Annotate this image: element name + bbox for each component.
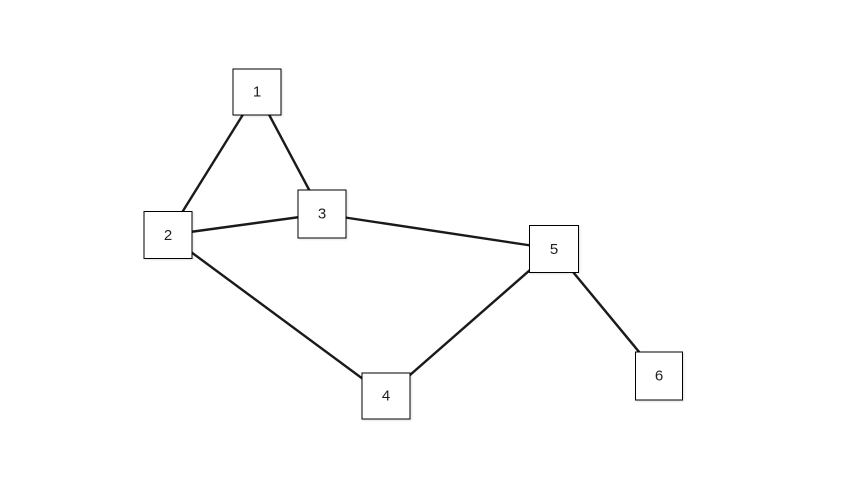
node-label: 3 bbox=[317, 205, 327, 223]
node-3[interactable]: 3 bbox=[297, 189, 347, 239]
edge-2-4 bbox=[167, 234, 387, 397]
edge-2-3 bbox=[167, 212, 323, 237]
node-label: 4 bbox=[381, 387, 391, 405]
edge-4-5 bbox=[385, 248, 555, 397]
node-4[interactable]: 4 bbox=[361, 372, 411, 420]
edge-3-5 bbox=[321, 212, 555, 251]
node-label: 1 bbox=[252, 83, 262, 101]
node-label: 5 bbox=[549, 240, 559, 258]
node-label: 2 bbox=[163, 226, 173, 244]
node-5[interactable]: 5 bbox=[529, 225, 579, 273]
node-label: 6 bbox=[654, 367, 664, 385]
node-2[interactable]: 2 bbox=[143, 211, 193, 259]
node-1[interactable]: 1 bbox=[232, 68, 282, 116]
node-6[interactable]: 6 bbox=[635, 351, 683, 401]
